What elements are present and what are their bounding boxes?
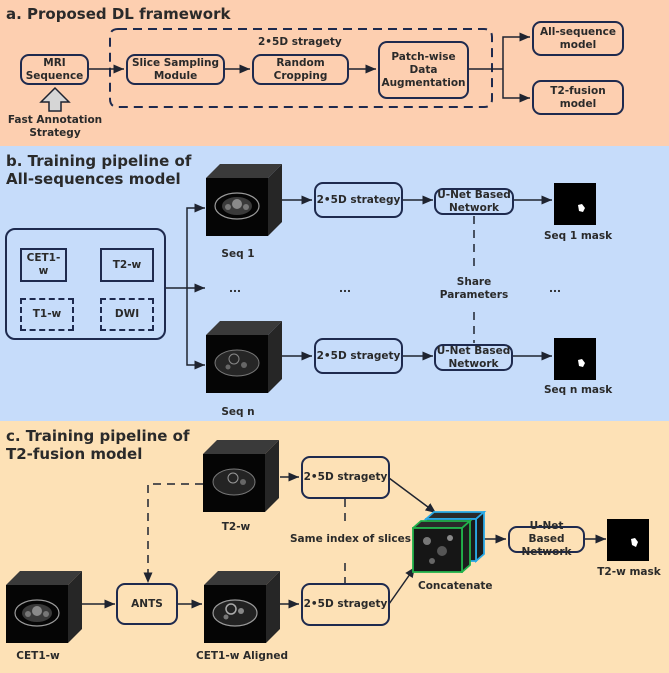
seqn-mask-image: [554, 338, 596, 380]
sequence-label: DWI: [114, 308, 140, 320]
concatenate-label: Concatenate: [418, 580, 493, 592]
arrow-strategy-top-to-concat: [388, 477, 437, 514]
unet-label: U-Net Based Network: [437, 188, 511, 214]
mri-sequence-label: MRI Sequence: [25, 56, 84, 82]
t2-fusion-model-box: T2-fusion model: [532, 80, 624, 115]
section-a-connectors: [39, 28, 530, 112]
ants-box: ANTS: [116, 583, 178, 625]
seqn-mask-label: Seq n mask: [544, 384, 613, 396]
fast-annotation-label: Fast Annotation Strategy: [7, 114, 103, 139]
unet-label: U-Net Based Network: [436, 344, 511, 370]
strategy-box-top: 2•5D stragety: [301, 456, 390, 499]
random-cropping-box: Random Cropping: [252, 54, 349, 85]
section-b-title: b. Training pipeline of All-sequences mo…: [6, 152, 192, 188]
patch-aug-label: Patch-wise Data Augmentation: [381, 50, 466, 89]
concatenate-cubes: [412, 511, 487, 573]
same-index-label: Same index of slices: [290, 533, 411, 545]
strategy-label: 2•5D strategy: [316, 193, 401, 206]
sequence-box-t2w: T2-w: [100, 248, 154, 282]
seqn-label: Seq n: [221, 406, 255, 418]
arrow-to-t2-fusion: [502, 69, 530, 103]
up-arrow-icon: [39, 86, 71, 112]
t2w-volume-cube: [203, 440, 279, 512]
ants-label: ANTS: [131, 597, 163, 610]
strategy-group-label: 2•5D stragety: [258, 36, 342, 48]
strategy-label: 2•5D stragety: [303, 471, 388, 483]
ellipsis-1: ...: [229, 283, 241, 295]
seq1-label: Seq 1: [221, 248, 255, 260]
strategy-box-bottom: 2•5D stragety: [314, 338, 403, 374]
sequence-group-box: [5, 228, 166, 340]
sequence-box-t1w: T1-w: [20, 298, 74, 331]
sequence-box-dwi: DWI: [100, 298, 154, 331]
arrow-to-seqn: [186, 288, 205, 370]
section-b-panel: b. Training pipeline of All-sequences mo…: [0, 146, 669, 421]
ellipsis-2: ...: [339, 283, 351, 295]
arrow-to-all-seq: [502, 32, 530, 69]
strategy-label: 2•5D stragety: [316, 349, 401, 362]
unet-box-top: U-Net Based Network: [434, 188, 514, 215]
all-sequence-model-box: All-sequence model: [532, 21, 624, 56]
mri-sequence-box: MRI Sequence: [20, 54, 89, 85]
cet1w-aligned-label: CET1-w Aligned: [196, 650, 289, 662]
section-a-title: a. Proposed DL framework: [6, 5, 231, 23]
all-sequence-model-label: All-sequence model: [540, 25, 616, 51]
t2w-mask-label: T2-w mask: [597, 566, 661, 578]
t2-fusion-model-label: T2-fusion model: [550, 84, 606, 110]
section-c-title: c. Training pipeline of T2-fusion model: [6, 427, 190, 463]
section-c-panel: c. Training pipeline of T2-fusion model …: [0, 421, 669, 673]
sequence-box-cet1w: CET1-w: [20, 248, 67, 282]
random-cropping-label: Random Cropping: [273, 56, 328, 82]
concat-green-cube: [412, 519, 473, 573]
unet-box-bottom: U-Net Based Network: [434, 344, 513, 371]
strategy-box-top: 2•5D strategy: [314, 182, 403, 218]
strategy-box-bottom: 2•5D stragety: [301, 583, 390, 626]
arrow-strategy-bottom-to-concat: [388, 566, 416, 605]
t2w-mask-image: [607, 519, 649, 561]
section-c-connectors: [82, 472, 606, 609]
share-parameters-label: Share Parameters: [439, 276, 509, 301]
dashed-t2-to-ants: [143, 483, 203, 583]
t2w-label: T2-w: [221, 521, 251, 533]
seqn-volume-cube: [206, 321, 282, 393]
strategy-label: 2•5D stragety: [303, 598, 388, 610]
arrow-to-seq1: [186, 203, 205, 288]
slice-sampling-label: Slice Sampling Module: [131, 56, 220, 82]
slice-sampling-box: Slice Sampling Module: [126, 54, 225, 85]
patch-aug-box: Patch-wise Data Augmentation: [378, 41, 469, 99]
sequence-label: T2-w: [112, 258, 142, 271]
sequence-label: T1-w: [32, 308, 62, 320]
strategy-group-border: [109, 28, 493, 108]
section-a-panel: a. Proposed DL framework MRI Sequence Fa…: [0, 0, 669, 146]
seq1-mask-label: Seq 1 mask: [544, 230, 613, 242]
unet-box: U-Net Based Network: [508, 520, 585, 558]
ellipsis-3: ...: [549, 283, 561, 295]
seq1-volume-cube: [206, 164, 282, 236]
cet1w-aligned-volume-cube: [204, 571, 280, 643]
seq1-mask-image: [554, 183, 596, 225]
unet-label: U-Net Based Network: [521, 520, 572, 558]
section-b-connectors: [166, 195, 552, 370]
cet1w-label: CET1-w: [16, 650, 60, 662]
sequence-label: CET1-w: [26, 252, 61, 277]
cet1w-volume-cube: [6, 571, 82, 643]
